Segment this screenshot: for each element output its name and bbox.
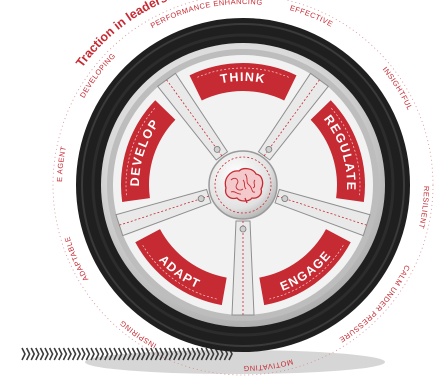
tread-mark <box>163 347 169 361</box>
spoke <box>257 72 330 161</box>
tread-mark <box>127 347 132 361</box>
lug-nut <box>239 225 247 233</box>
tyre-bead <box>91 33 395 337</box>
segment-regulate <box>310 100 365 202</box>
tread-mark <box>108 347 114 361</box>
tread-mark <box>150 347 155 361</box>
tyre-sidewall <box>81 23 405 347</box>
tread-mark <box>58 347 63 361</box>
outer-guide-circle <box>52 0 434 376</box>
outer-label: ADAPTABLE <box>63 235 91 283</box>
lug-nut <box>213 146 221 153</box>
tread-mark <box>131 347 137 361</box>
tread-mark <box>177 347 183 361</box>
tread-mark <box>76 347 82 361</box>
segment-label-think: THINK <box>219 70 267 86</box>
tread-mark <box>94 347 100 361</box>
tread-mark <box>154 347 160 361</box>
tread-mark <box>200 347 206 361</box>
tread-mark <box>81 347 86 361</box>
tread-mark <box>25 347 31 361</box>
tread-mark <box>104 347 109 361</box>
brain-icon <box>224 167 264 204</box>
outer-label: CHANGE AGENT <box>0 0 68 182</box>
tread-mark <box>140 347 146 361</box>
spoke <box>274 188 371 237</box>
tread-mark <box>191 347 197 361</box>
tread-mark <box>136 347 141 361</box>
hub-ring <box>214 156 272 214</box>
tread-mark <box>209 347 215 361</box>
lug-nut <box>197 195 205 202</box>
outer-label: EFFECTIVE <box>289 3 335 28</box>
segment-guide <box>197 67 289 78</box>
tread-mark <box>117 347 123 361</box>
tread-mark <box>122 347 128 361</box>
tread-mark <box>186 347 192 361</box>
tread-mark <box>99 347 105 361</box>
outer-label: RESILIENT <box>417 186 431 230</box>
tread-mark <box>21 347 26 361</box>
tread-mark <box>39 347 45 361</box>
lug-nut <box>281 195 289 202</box>
segment-guide <box>269 245 344 300</box>
tread-mark <box>196 347 201 361</box>
tread-mark <box>71 347 77 361</box>
tread-mark <box>145 347 151 361</box>
segment-engage <box>259 229 351 306</box>
spoke <box>231 220 255 316</box>
tread-mark <box>168 347 174 361</box>
tread-mark <box>48 347 54 361</box>
tread-mark <box>30 347 36 361</box>
segment-guide <box>142 245 217 300</box>
tread-mark <box>214 347 220 361</box>
segment-adapt <box>135 229 227 306</box>
tread-mark <box>205 347 210 361</box>
tread-mark <box>159 347 164 361</box>
tread-mark <box>44 347 49 361</box>
spoke <box>156 72 229 161</box>
tread-mark <box>67 347 72 361</box>
segment-think <box>189 63 297 101</box>
tread-mark <box>35 347 40 361</box>
tread-mark <box>182 347 187 361</box>
tread-mark <box>62 347 68 361</box>
segment-ring <box>120 63 365 306</box>
spoke <box>115 188 212 237</box>
tread-mark <box>53 347 59 361</box>
segment-develop <box>120 100 176 202</box>
spokes <box>115 72 371 316</box>
lug-nut <box>265 146 273 153</box>
tread-mark <box>173 347 178 361</box>
tread-mark <box>90 347 95 361</box>
segment-guide <box>125 108 155 196</box>
tread-mark <box>113 347 118 361</box>
tread-mark <box>85 347 91 361</box>
